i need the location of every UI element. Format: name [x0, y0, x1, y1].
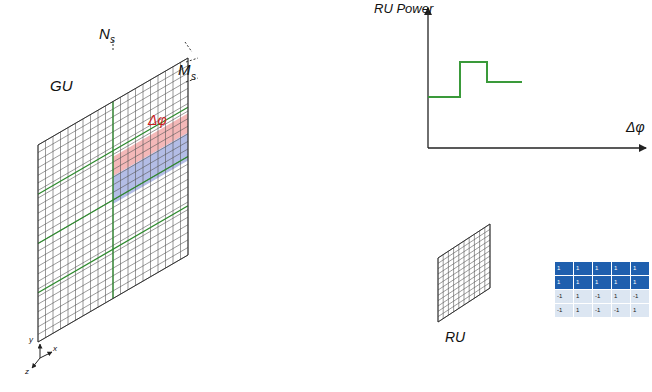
- table-cell: -1: [593, 304, 612, 318]
- axis-letter: x: [53, 345, 57, 353]
- grid-line: [438, 229, 490, 263]
- ru-border: [438, 224, 490, 322]
- table-cell: -1: [593, 290, 612, 304]
- gu-border: [38, 58, 188, 342]
- dimension-label: N: [99, 26, 110, 41]
- axis-letter: y: [29, 336, 33, 344]
- grid-line: [438, 272, 490, 306]
- subarray-boundary: [38, 206, 188, 293]
- table-cell: 1: [612, 276, 631, 290]
- table-cell: 1: [555, 262, 574, 276]
- axis-title: RU Power: [374, 2, 433, 15]
- table-cell: 1: [593, 276, 612, 290]
- phase-label: Δφ: [148, 113, 167, 127]
- power-curve: [428, 62, 522, 97]
- table-cell: 1: [574, 262, 593, 276]
- table-cell: 1: [593, 262, 612, 276]
- table-cell: 1: [612, 262, 631, 276]
- chart-axes: [428, 8, 646, 148]
- grid-line: [438, 261, 490, 295]
- table-cell: 1: [631, 276, 650, 290]
- ru-grid: [438, 224, 490, 322]
- axes-icon: [32, 344, 52, 368]
- table-cell: 1: [574, 290, 593, 304]
- table-cell: 1: [631, 262, 650, 276]
- dimension-subscript: s: [191, 72, 196, 82]
- axis-letter: z: [25, 368, 29, 376]
- subarray-boundary: [38, 107, 188, 194]
- array-label: GU: [50, 78, 73, 93]
- grid-line: [438, 283, 490, 317]
- grid-line: [438, 251, 490, 285]
- table-cell: 1: [631, 304, 650, 318]
- array-label: RU: [445, 330, 465, 344]
- grid-line: [438, 240, 490, 274]
- gu-grid: [38, 58, 188, 342]
- dimension-subscript: s: [110, 35, 115, 45]
- table-cell: 1: [612, 290, 631, 304]
- subarray-boundary: [38, 157, 188, 244]
- table-cell: 1: [574, 304, 593, 318]
- table-cell: -1: [555, 304, 574, 318]
- table-cell: -1: [631, 290, 650, 304]
- table-cell: 1: [574, 276, 593, 290]
- grid-line: [438, 267, 490, 301]
- table-cell: 1: [555, 276, 574, 290]
- grid-line: [438, 277, 490, 311]
- grid-line: [438, 245, 490, 279]
- grid-line: [438, 256, 490, 290]
- grid-line: [438, 235, 490, 269]
- dimension-label: M: [178, 62, 191, 77]
- dimension-ticks: [113, 40, 198, 82]
- table-cell: -1: [612, 304, 631, 318]
- axis-label: Δφ: [626, 120, 645, 134]
- table-cell: -1: [555, 290, 574, 304]
